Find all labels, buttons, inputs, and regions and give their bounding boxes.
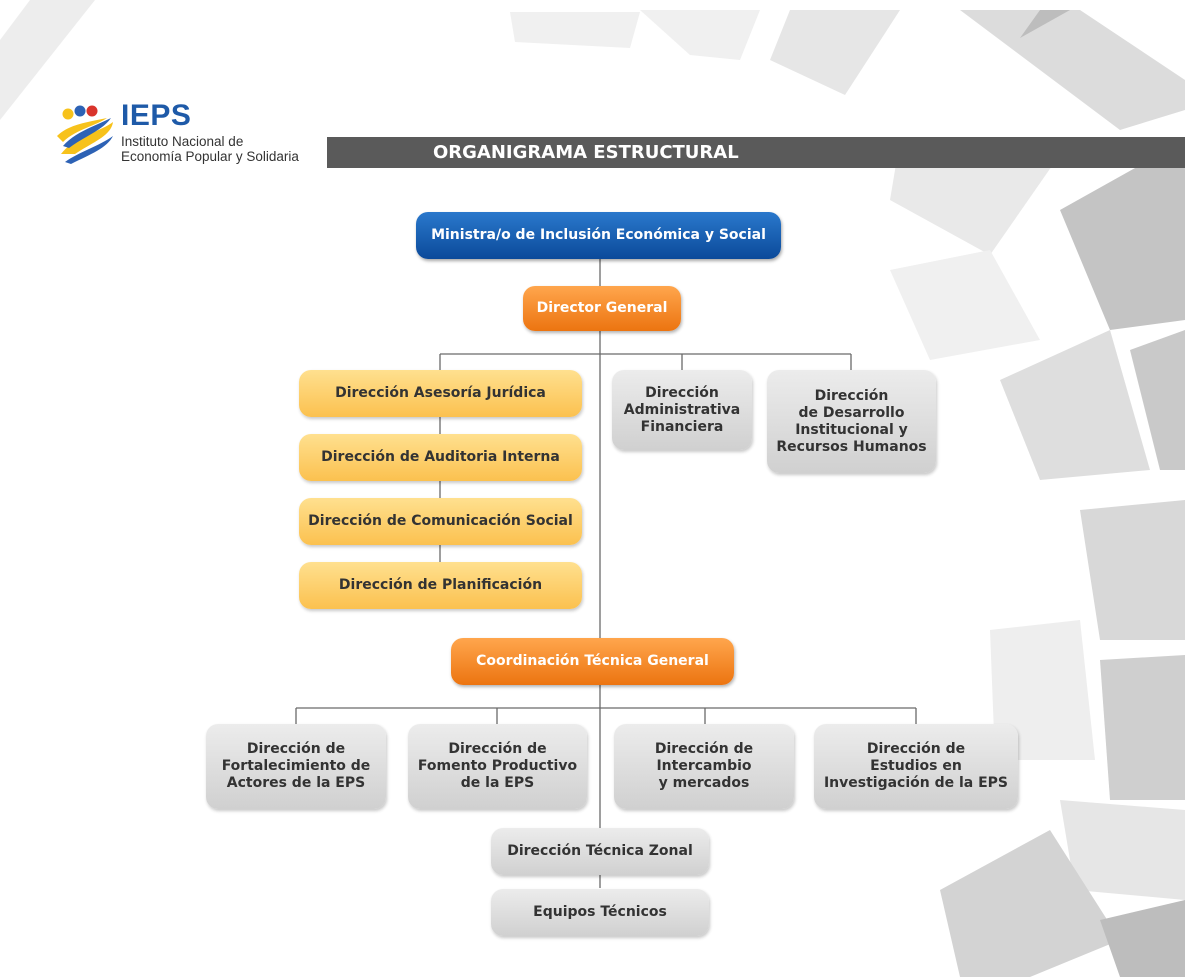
minister-box: Ministra/o de Inclusión Económica y Soci… [416,212,781,259]
technical-box-strengthening: Dirección de Fortalecimiento de Actores … [206,724,386,809]
ieps-logo-mark [57,105,113,164]
advisory-box-audit: Dirección de Auditoria Interna [299,434,582,481]
advisory-box-planning: Dirección de Planificación [299,562,582,609]
support-box-administrative: Dirección Administrativa Financiera [612,370,752,450]
technical-box-exchange: Dirección de Intercambio y mercados [614,724,794,809]
director-general-box: Director General [523,286,681,331]
page-title: ORGANIGRAMA ESTRUCTURAL [433,142,739,163]
coordination-box: Coordinación Técnica General [451,638,734,685]
logo-subtitle-line-2: Economía Popular y Solidaria [121,149,299,164]
technical-box-productive: Dirección de Fomento Productivo de la EP… [408,724,587,809]
zonal-box: Dirección Técnica Zonal [491,828,709,875]
technical-box-research: Dirección de Estudios en Investigación d… [814,724,1018,809]
support-box-human-resources: Dirección de Desarrollo Institucional y … [767,370,936,473]
logo-acronym: IEPS [121,99,192,132]
logo-subtitle-line-1: Instituto Nacional de [121,134,244,149]
teams-box: Equipos Técnicos [491,889,709,936]
title-banner: ORGANIGRAMA ESTRUCTURAL [327,137,1185,168]
advisory-box-communication: Dirección de Comunicación Social [299,498,582,545]
advisory-box-legal: Dirección Asesoría Jurídica [299,370,582,417]
